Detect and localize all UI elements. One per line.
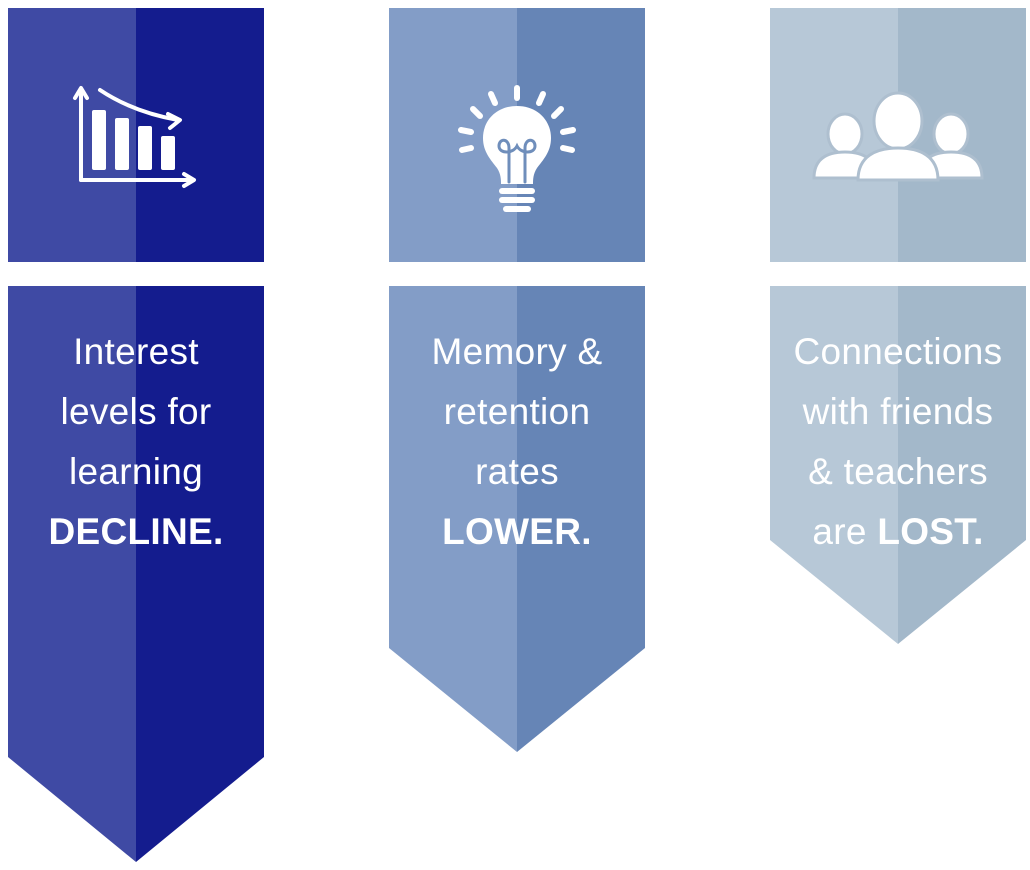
banner-right: [136, 286, 264, 862]
lightbulb-icon: [389, 8, 645, 262]
text-line: with friends: [802, 391, 994, 432]
banner-left: [389, 286, 517, 752]
text-line: learning: [68, 451, 204, 492]
icon-box-left: [8, 8, 136, 262]
banner-text: Memory & retention rates LOWER.: [389, 322, 645, 562]
text-line: Connections: [793, 331, 1003, 372]
emphasis-word: LOWER.: [442, 511, 592, 552]
banner-shapes: [8, 8, 264, 862]
text-line: rates: [475, 451, 559, 492]
text-line: Memory &: [431, 331, 603, 372]
banner-left: [770, 286, 898, 644]
banner-memory: Memory & retention rates LOWER.: [389, 0, 645, 870]
text-line: levels for: [60, 391, 212, 432]
banner-connections: Connections with friends & teachers are …: [770, 0, 1026, 870]
emphasis-word: DECLINE.: [48, 511, 224, 552]
emphasis-line: LOWER.: [389, 502, 645, 562]
emphasis-word: LOST.: [877, 511, 984, 552]
icon-box-right: [136, 8, 264, 262]
banner-right: [517, 286, 645, 752]
text-line: & teachers: [808, 451, 988, 492]
bar-chart-decline-icon: [8, 8, 264, 262]
emphasis-line: are LOST.: [770, 502, 1026, 562]
emphasis-prefix: are: [812, 511, 878, 552]
emphasis-line: DECLINE.: [8, 502, 264, 562]
banner-text: Interest levels for learning DECLINE.: [8, 322, 264, 562]
text-line: Interest: [73, 331, 199, 372]
text-line: retention: [443, 391, 591, 432]
banner-left: [8, 286, 136, 862]
banner-interest: Interest levels for learning DECLINE.: [8, 0, 264, 870]
people-group-icon: [770, 8, 1026, 262]
banner-text: Connections with friends & teachers are …: [770, 322, 1026, 562]
banner-right: [898, 286, 1026, 644]
